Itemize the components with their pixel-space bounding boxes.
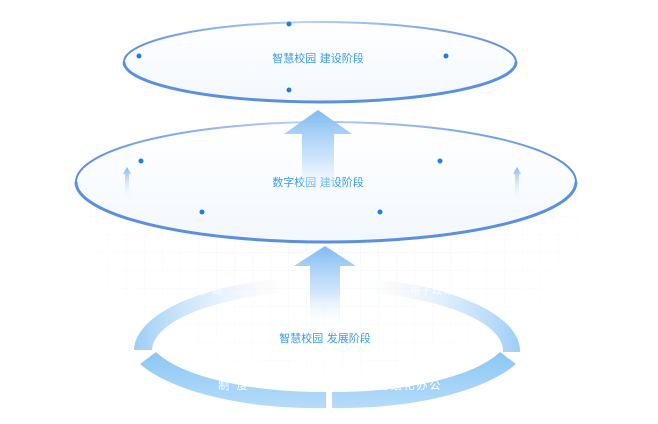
ring-segment-back-right — [357, 278, 521, 352]
bottom-ring: 制 度 无纸化办公 基 础 电子政务 智慧校园 发展阶段 — [134, 278, 521, 409]
dot-marker — [286, 21, 292, 27]
dot-marker — [286, 87, 292, 93]
ring-segment-front-right — [332, 352, 516, 409]
arrow-up-lower — [294, 246, 356, 330]
ring-label-back-left: 基 础 — [197, 284, 223, 297]
arrow-up-upper — [284, 110, 352, 200]
ring-label-back-right: 电子政务 — [410, 284, 454, 297]
side-arrow-left — [123, 167, 131, 202]
bottom-layer-label: 智慧校园 发展阶段 — [279, 331, 371, 345]
dot-marker — [136, 53, 142, 59]
dot-marker — [138, 158, 144, 164]
ring-segment-back-left — [134, 278, 293, 350]
dot-marker — [377, 209, 383, 215]
dot-marker — [199, 209, 205, 215]
dot-marker — [443, 53, 449, 59]
ring-segment-front-left — [140, 352, 326, 409]
top-layer-label: 智慧校园 建设阶段 — [272, 51, 364, 65]
ring-label-front-left: 制 度 — [218, 378, 250, 392]
ring-label-front-right: 无纸化办公 — [378, 378, 443, 392]
side-arrow-right — [513, 167, 521, 202]
top-layer: 智慧校园 建设阶段 — [122, 21, 518, 104]
dot-marker — [437, 158, 443, 164]
